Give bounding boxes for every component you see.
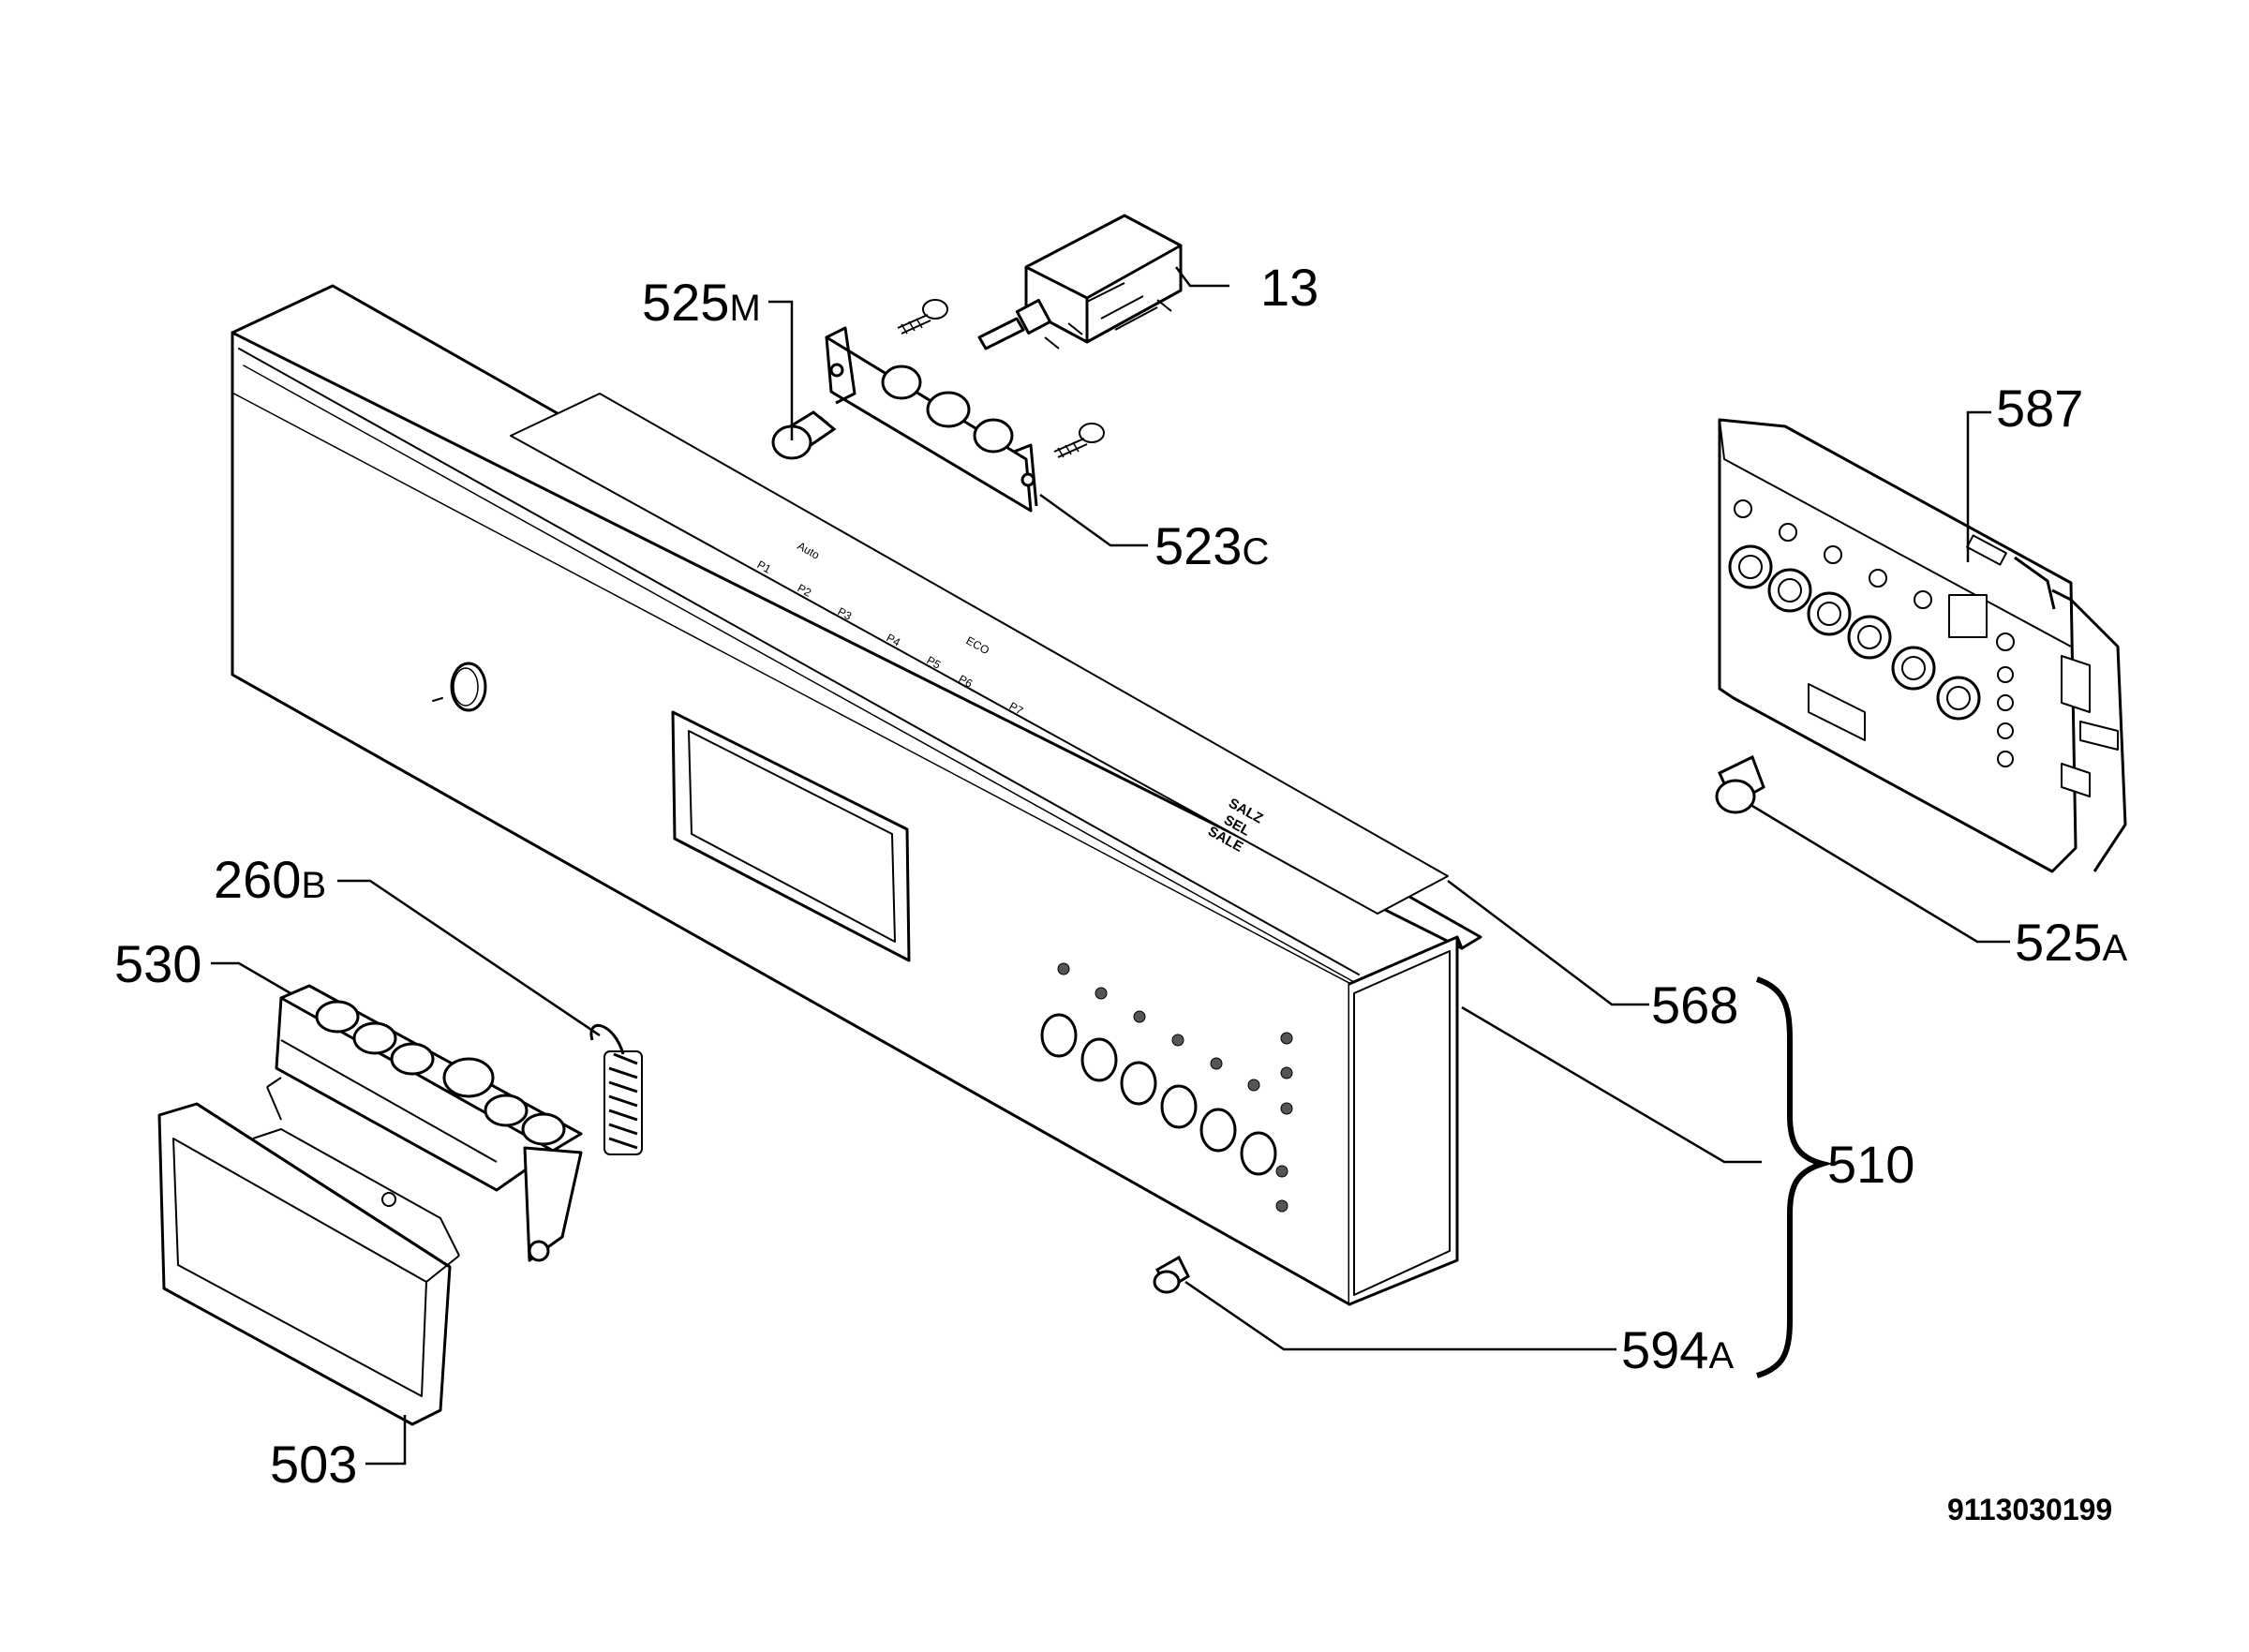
part-label-525a: 525A xyxy=(2015,913,2127,972)
part-labels: 525M 13 523C 587 525A 568 510 594A 260B … xyxy=(114,258,2127,1494)
switch-13 xyxy=(977,214,1183,350)
panel-label-p3: P3 xyxy=(836,604,855,623)
leader-260b xyxy=(337,879,601,1037)
bracket-523c xyxy=(825,326,1038,513)
document-number: 9113030199 xyxy=(1947,1493,2112,1526)
screw-lower xyxy=(1053,423,1105,458)
leader-587 xyxy=(1966,410,1991,562)
panel-label-p6: P6 xyxy=(957,672,976,691)
part-label-523c: 523C xyxy=(1154,516,1269,575)
part-label-510: 510 xyxy=(1827,1135,1914,1194)
panel-label-p4: P4 xyxy=(885,631,903,649)
leader-510 xyxy=(1461,1005,1762,1164)
panel-left-button xyxy=(432,662,487,712)
leader-568 xyxy=(1447,880,1649,1006)
leader-13 xyxy=(1175,266,1229,288)
leader-503 xyxy=(365,1415,407,1466)
brace-510 xyxy=(1755,976,1834,1378)
leader-525a xyxy=(1751,804,2010,944)
panel-decal-sheet xyxy=(510,393,1449,915)
part-label-525m: 525M xyxy=(642,273,761,332)
panel-display-window xyxy=(671,710,911,962)
part-label-13: 13 xyxy=(1260,258,1318,317)
panel-label-p2: P2 xyxy=(796,581,814,600)
panel-indicator-leds xyxy=(1057,962,1293,1213)
leader-594a xyxy=(1184,1280,1616,1351)
control-panel xyxy=(231,284,1482,1306)
leader-530 xyxy=(211,961,291,995)
electronic-module-587 xyxy=(1718,418,2127,873)
panel-label-p5: P5 xyxy=(925,653,944,672)
leader-523c xyxy=(1039,493,1148,547)
button-594a xyxy=(1153,1255,1190,1294)
knob-525a xyxy=(1715,754,1765,814)
part-label-568: 568 xyxy=(1651,975,1738,1034)
leader-525m xyxy=(768,300,794,440)
part-label-594a: 594A xyxy=(1621,1320,1734,1379)
knob-525m xyxy=(771,410,837,460)
spring-260b xyxy=(589,1023,643,1155)
leader-lines xyxy=(211,266,2010,1466)
handle-mechanism-530 xyxy=(266,984,583,1262)
panel-label-p7: P7 xyxy=(1007,699,1026,718)
handle-frame-503 xyxy=(157,1102,460,1426)
screw-upper xyxy=(897,299,948,335)
part-label-587: 587 xyxy=(1996,379,2083,438)
module-dials xyxy=(1728,544,1981,721)
part-label-503: 503 xyxy=(270,1435,357,1494)
panel-label-p1: P1 xyxy=(755,558,774,576)
part-label-530: 530 xyxy=(114,934,201,993)
panel-program-buttons xyxy=(1040,1013,1277,1176)
part-label-260b: 260B xyxy=(214,850,326,909)
